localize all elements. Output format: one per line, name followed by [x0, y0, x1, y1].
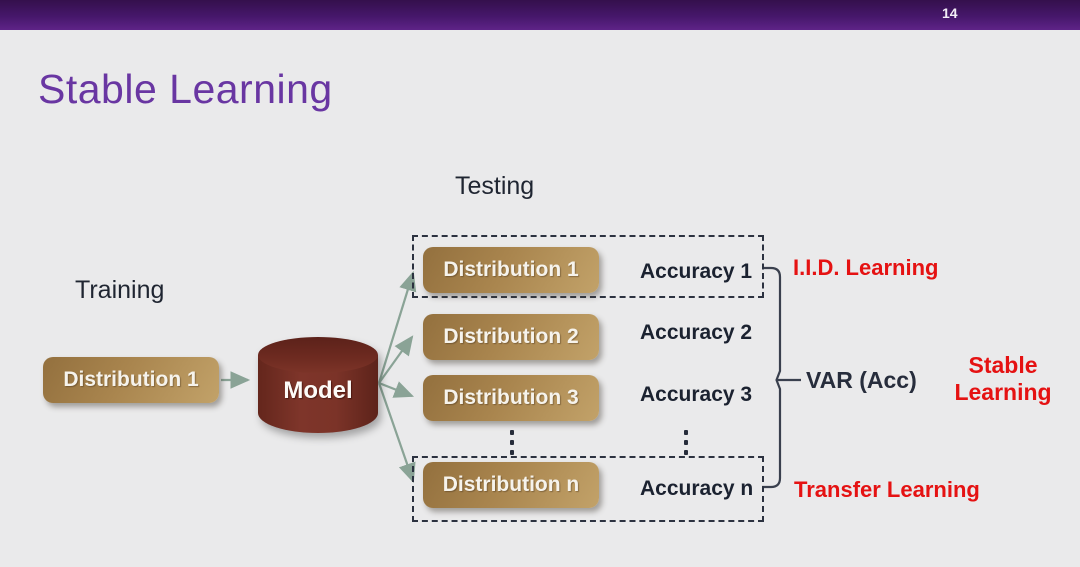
- arrow-model-to-dist2: [378, 335, 414, 384]
- ellipsis-dots-accuracies: [684, 427, 688, 457]
- arrow-model-to-distn: [377, 382, 416, 484]
- slide-title: Stable Learning: [38, 66, 333, 112]
- training-section-label: Training: [75, 276, 165, 304]
- training-distribution-box: Distribution 1: [43, 357, 219, 403]
- stable-learning-label-line2: Learning: [954, 379, 1052, 405]
- accuracy-label-3: Accuracy 3: [640, 383, 753, 406]
- test-distribution-box-3: Distribution 3: [423, 375, 599, 421]
- stable-learning-label: Stable Learning: [938, 352, 1068, 406]
- stable-learning-label-line1: Stable: [968, 352, 1038, 378]
- transfer-learning-label: Transfer Learning: [794, 477, 980, 502]
- transfer-dashed-box: [412, 456, 764, 522]
- model-cylinder: Model: [258, 337, 378, 433]
- variance-brace: [762, 266, 801, 489]
- model-label: Model: [283, 377, 353, 404]
- ellipsis-dots-distributions: [510, 427, 514, 457]
- brace-curve: [762, 266, 782, 489]
- accuracy-label-n: Accuracy n: [640, 477, 754, 500]
- test-distribution-box-n: Distribution n: [423, 462, 599, 508]
- arrow-model-to-dist3: [378, 381, 415, 398]
- arrow-model-to-dist1: [377, 270, 417, 384]
- testing-section-label: Testing: [455, 172, 535, 200]
- slide-header-bar: 14: [0, 0, 1080, 30]
- model-cylinder-top: [258, 337, 378, 373]
- page-number: 14: [942, 5, 958, 21]
- iid-dashed-box: [412, 235, 764, 298]
- test-distribution-box-1: Distribution 1: [423, 247, 599, 293]
- accuracy-label-2: Accuracy 2: [640, 321, 753, 344]
- test-distribution-box-2: Distribution 2: [423, 314, 599, 360]
- accuracy-label-1: Accuracy 1: [640, 260, 753, 283]
- iid-learning-label: I.I.D. Learning: [793, 255, 939, 280]
- variance-label: VAR (Acc): [806, 367, 917, 393]
